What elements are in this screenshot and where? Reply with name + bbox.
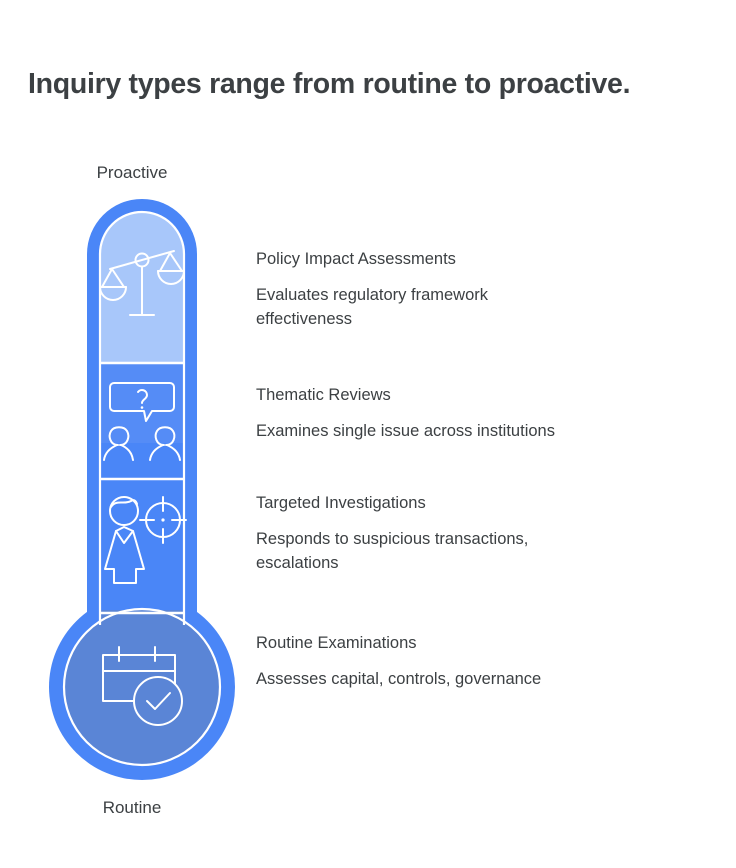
item-title: Targeted Investigations [256, 494, 426, 512]
page-title: Inquiry types range from routine to proa… [28, 68, 631, 101]
tube-inner-outline [98, 210, 186, 625]
thermometer-graphic: Proactive [0, 155, 300, 835]
list-item: Policy Impact Assessments Evaluates regu… [256, 248, 706, 332]
item-title: Thematic Reviews [256, 386, 391, 404]
item-title: Policy Impact Assessments [256, 250, 456, 268]
list-item: Thematic Reviews Examines single issue a… [256, 384, 706, 444]
balance-scales-icon [99, 250, 185, 316]
item-description: Assesses capital, controls, governance [256, 670, 542, 689]
list-item: Targeted Investigations Responds to susp… [256, 492, 706, 576]
thermometer-svg [49, 199, 235, 780]
item-description: Examines single issue across institution… [256, 422, 555, 441]
scale-top-label: Proactive [96, 163, 168, 182]
person-crosshair-target-icon [104, 496, 187, 584]
inquiry-type-list: Policy Impact Assessments Evaluates regu… [256, 155, 716, 835]
calendar-check-icon [102, 646, 183, 726]
bulb-inner-outline [62, 607, 222, 767]
item-description: Evaluates regulatory framework effective… [256, 286, 489, 329]
item-description: Responds to suspicious transactions, esc… [256, 530, 529, 573]
question-speech-bubble-people-icon [103, 382, 181, 461]
list-item: Routine Examinations Assesses capital, c… [256, 632, 706, 692]
scale-bottom-label: Routine [102, 798, 162, 817]
item-title: Routine Examinations [256, 634, 417, 652]
